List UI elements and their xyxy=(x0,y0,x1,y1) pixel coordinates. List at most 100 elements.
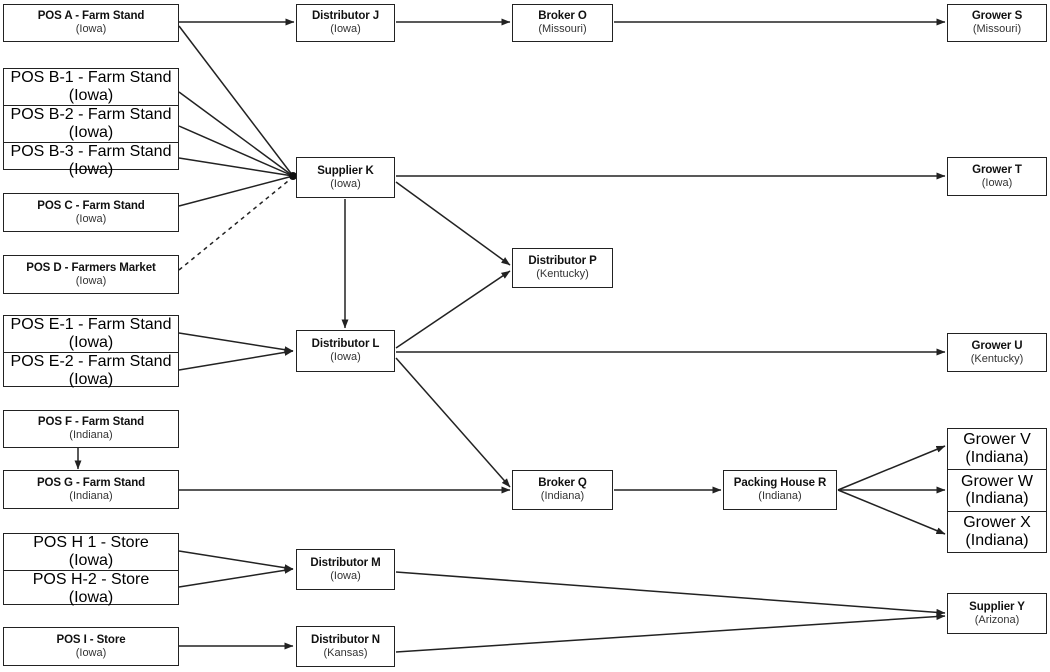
edge-posA-supK xyxy=(178,25,294,177)
edge-posD-supK xyxy=(178,176,294,271)
node-label: Packing House R xyxy=(733,477,827,490)
node-label: Grower S xyxy=(971,10,1023,23)
edge-posC-supK xyxy=(178,175,294,207)
node-label: POS B-3 - Farm Stand xyxy=(10,142,172,160)
node-grower-v[interactable]: Grower V (Indiana) xyxy=(948,429,1046,471)
node-label: Supplier K xyxy=(317,164,374,177)
node-grower-t[interactable]: Grower T (Iowa) xyxy=(947,157,1047,196)
node-pos-f[interactable]: POS F - Farm Stand (Indiana) xyxy=(3,410,179,448)
node-location: (Iowa) xyxy=(68,370,114,388)
edge-posH1-distM xyxy=(178,550,294,572)
node-location: (Arizona) xyxy=(974,613,1020,626)
edge-posE1-distL xyxy=(178,332,294,354)
node-location: (Kentucky) xyxy=(536,268,589,281)
node-distributor-n[interactable]: Distributor N (Kansas) xyxy=(296,626,395,667)
node-pos-h1[interactable]: POS H 1 - Store (Iowa) xyxy=(4,534,178,571)
node-location: (Iowa) xyxy=(68,588,114,606)
edge-supK-distP xyxy=(395,181,511,266)
node-pos-e1[interactable]: POS E-1 - Farm Stand (Iowa) xyxy=(4,316,178,353)
node-location: (Iowa) xyxy=(75,212,107,225)
node-location: (Indiana) xyxy=(758,490,802,503)
edge-distL-brokQ xyxy=(395,357,511,488)
node-label: Broker Q xyxy=(538,477,587,490)
node-supplier-y[interactable]: Supplier Y (Arizona) xyxy=(947,593,1047,634)
node-label: POS H 1 - Store xyxy=(33,534,149,551)
node-location: (Iowa) xyxy=(68,86,114,104)
node-location: (Iowa) xyxy=(330,23,361,36)
node-location: (Indiana) xyxy=(965,531,1029,549)
node-label: POS H-2 - Store xyxy=(32,570,150,588)
node-label: Grower V xyxy=(963,431,1031,449)
node-label: POS I - Store xyxy=(56,633,126,646)
node-label: POS E-1 - Farm Stand xyxy=(10,316,172,333)
node-label: POS C - Farm Stand xyxy=(37,199,145,212)
node-label: Broker O xyxy=(538,10,587,23)
node-pos-d[interactable]: POS D - Farmers Market (Iowa) xyxy=(3,255,179,294)
edge-posE2-distL xyxy=(178,348,294,371)
node-label: Grower W xyxy=(961,472,1033,490)
node-location: (Indiana) xyxy=(69,489,113,502)
node-pos-c[interactable]: POS C - Farm Stand (Iowa) xyxy=(3,193,179,232)
node-location: (Missouri) xyxy=(538,23,587,36)
node-location: (Iowa) xyxy=(75,646,107,659)
node-label: Distributor J xyxy=(311,10,380,23)
node-location: (Kentucky) xyxy=(970,352,1024,365)
node-pos-g[interactable]: POS G - Farm Stand (Indiana) xyxy=(3,470,179,509)
node-pos-b3[interactable]: POS B-3 - Farm Stand (Iowa) xyxy=(4,143,178,179)
node-group-pos-e: POS E-1 - Farm Stand (Iowa) POS E-2 - Fa… xyxy=(3,315,179,389)
node-distributor-p[interactable]: Distributor P (Kentucky) xyxy=(512,248,613,288)
node-broker-o[interactable]: Broker O (Missouri) xyxy=(512,4,613,42)
node-location: (Iowa) xyxy=(330,177,361,190)
node-pos-a[interactable]: POS A - Farm Stand (Iowa) xyxy=(3,4,179,42)
node-location: (Iowa) xyxy=(68,551,114,569)
node-location: (Indiana) xyxy=(540,490,585,503)
node-label: Grower T xyxy=(972,163,1022,176)
edge-packR-growX xyxy=(837,489,946,535)
node-location: (Iowa) xyxy=(68,123,114,141)
node-location: (Indiana) xyxy=(69,429,113,442)
node-location: (Iowa) xyxy=(330,351,361,364)
node-label: POS A - Farm Stand xyxy=(37,10,145,23)
node-location: (Kansas) xyxy=(323,646,368,659)
node-location: (Iowa) xyxy=(75,23,107,36)
edge-distN-supY xyxy=(395,613,946,653)
node-supplier-k[interactable]: Supplier K (Iowa) xyxy=(296,157,395,198)
node-location: (Iowa) xyxy=(68,160,114,178)
node-label: Grower U xyxy=(971,339,1023,352)
node-packing-house-r[interactable]: Packing House R (Indiana) xyxy=(723,470,837,510)
node-label: Grower X xyxy=(963,513,1031,531)
edge-distM-supY xyxy=(395,571,946,616)
node-grower-x[interactable]: Grower X (Indiana) xyxy=(948,512,1046,552)
node-label: POS D - Farmers Market xyxy=(26,261,156,274)
node-label: POS B-1 - Farm Stand xyxy=(10,69,172,86)
node-location: (Missouri) xyxy=(972,23,1022,36)
node-label: Distributor N xyxy=(311,633,380,646)
node-location: (Iowa) xyxy=(75,274,107,287)
node-grower-s[interactable]: Grower S (Missouri) xyxy=(947,4,1047,42)
node-distributor-m[interactable]: Distributor M (Iowa) xyxy=(296,549,395,590)
node-broker-q[interactable]: Broker Q (Indiana) xyxy=(512,470,613,510)
node-pos-b2[interactable]: POS B-2 - Farm Stand (Iowa) xyxy=(4,106,178,143)
node-label: Supplier Y xyxy=(969,600,1025,613)
node-label: Distributor L xyxy=(311,338,380,351)
node-pos-b1[interactable]: POS B-1 - Farm Stand (Iowa) xyxy=(4,69,178,106)
node-pos-i[interactable]: POS I - Store (Iowa) xyxy=(3,627,179,666)
edge-distL-distP xyxy=(395,270,511,349)
node-pos-h2[interactable]: POS H-2 - Store (Iowa) xyxy=(4,571,178,607)
node-group-pos-h: POS H 1 - Store (Iowa) POS H-2 - Store (… xyxy=(3,533,179,607)
node-location: (Iowa) xyxy=(68,333,114,351)
edge-posB1-supK xyxy=(178,91,294,177)
node-group-growers-vwx: Grower V (Indiana) Grower W (Indiana) Gr… xyxy=(947,428,1047,553)
node-label: Distributor P xyxy=(528,255,597,268)
node-grower-w[interactable]: Grower W (Indiana) xyxy=(948,470,1046,512)
node-location: (Indiana) xyxy=(965,449,1029,467)
node-distributor-j[interactable]: Distributor J (Iowa) xyxy=(296,4,395,42)
edge-posB2-supK xyxy=(178,125,294,177)
node-pos-e2[interactable]: POS E-2 - Farm Stand (Iowa) xyxy=(4,353,178,389)
node-grower-u[interactable]: Grower U (Kentucky) xyxy=(947,333,1047,372)
node-distributor-l[interactable]: Distributor L (Iowa) xyxy=(296,330,395,372)
node-location: (Iowa) xyxy=(981,176,1013,189)
edge-posB3-supK xyxy=(178,157,294,177)
node-label: POS E-2 - Farm Stand xyxy=(10,352,172,370)
